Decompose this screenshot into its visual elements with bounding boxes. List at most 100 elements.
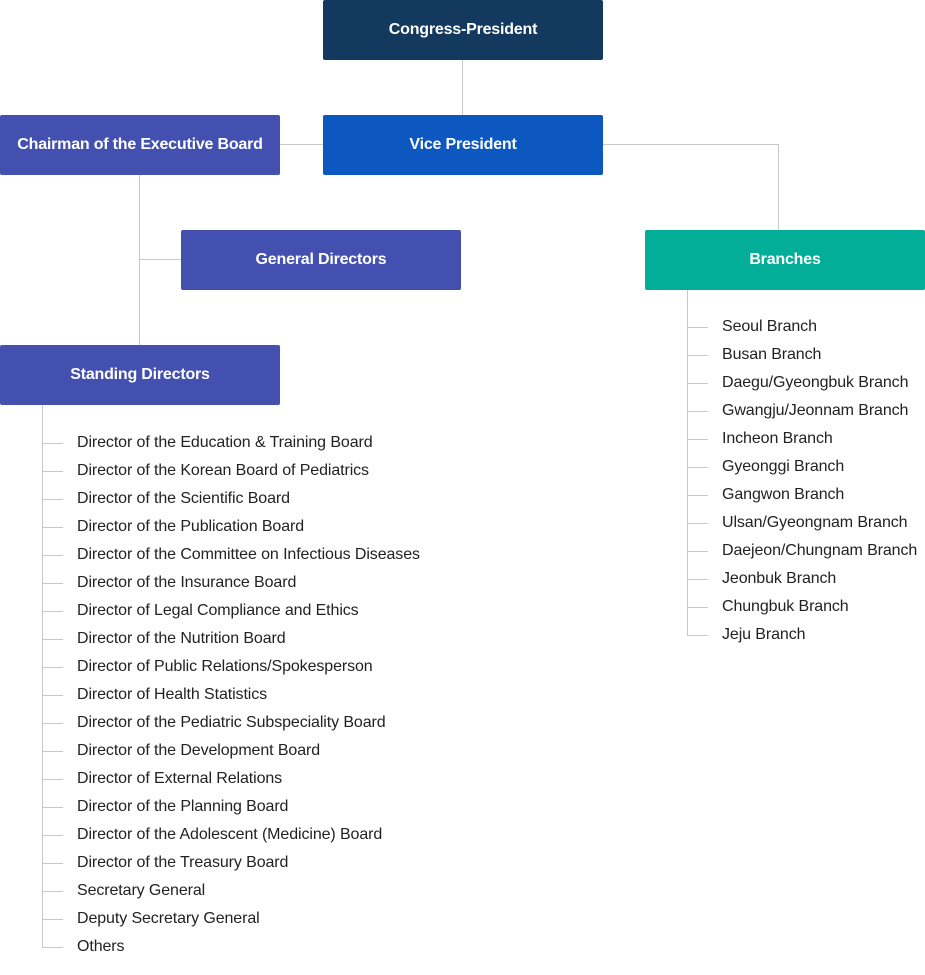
branch-item-label: Jeju Branch xyxy=(722,626,806,643)
congress-president-box: Congress-President xyxy=(323,0,603,60)
standing-director-item: Director of the Treasury Board xyxy=(42,849,420,877)
branches-box: Branches xyxy=(645,230,925,290)
list-connector-tick xyxy=(42,667,63,668)
branch-item-label: Daejeon/Chungnam Branch xyxy=(722,542,918,559)
list-connector-tick xyxy=(687,551,708,552)
standing-director-item-label: Deputy Secretary General xyxy=(77,910,260,927)
branch-item: Ulsan/Gyeongnam Branch xyxy=(687,509,917,537)
standing-directors-list: Director of the Education & Training Boa… xyxy=(42,429,420,961)
list-connector-tick xyxy=(42,807,63,808)
standing-director-item: Director of the Committee on Infectious … xyxy=(42,541,420,569)
list-connector-tick xyxy=(42,947,63,948)
standing-directors-label: Standing Directors xyxy=(70,366,210,383)
list-connector-tick xyxy=(687,495,708,496)
standing-director-item: Director of Legal Compliance and Ethics xyxy=(42,597,420,625)
connector-president-vice xyxy=(462,60,463,115)
standing-director-item: Director of External Relations xyxy=(42,765,420,793)
connector-vice-branches-h xyxy=(603,144,779,145)
standing-director-item-label: Director of the Committee on Infectious … xyxy=(77,546,420,563)
list-connector-tick xyxy=(42,863,63,864)
list-connector-tick xyxy=(687,635,708,636)
branch-item: Gyeonggi Branch xyxy=(687,453,917,481)
branch-item-label: Gangwon Branch xyxy=(722,486,845,503)
list-connector-tick xyxy=(687,607,708,608)
branch-item: Daegu/Gyeongbuk Branch xyxy=(687,369,917,397)
standing-director-item: Director of the Planning Board xyxy=(42,793,420,821)
standing-director-item-label: Director of Health Statistics xyxy=(77,686,268,703)
list-connector-tick xyxy=(42,471,63,472)
branch-item-label: Gyeonggi Branch xyxy=(722,458,845,475)
standing-director-item-label: Director of the Insurance Board xyxy=(77,574,297,591)
list-connector-tick xyxy=(687,383,708,384)
standing-director-item: Others xyxy=(42,933,420,961)
standing-director-item-label: Director of the Treasury Board xyxy=(77,854,289,871)
standing-director-item-label: Director of the Pediatric Subspeciality … xyxy=(77,714,386,731)
chairman-box: Chairman of the Executive Board xyxy=(0,115,280,175)
standing-director-item-label: Director of Legal Compliance and Ethics xyxy=(77,602,359,619)
branch-item-label: Daegu/Gyeongbuk Branch xyxy=(722,374,909,391)
list-connector-tick xyxy=(687,467,708,468)
connector-general-directors xyxy=(139,259,181,260)
standing-director-item: Director of the Insurance Board xyxy=(42,569,420,597)
standing-director-item-label: Director of the Publication Board xyxy=(77,518,305,535)
standing-director-item-label: Director of the Planning Board xyxy=(77,798,289,815)
standing-director-item-label: Director of the Korean Board of Pediatri… xyxy=(77,462,369,479)
list-connector-tick xyxy=(687,523,708,524)
branches-label: Branches xyxy=(749,251,821,268)
general-directors-box: General Directors xyxy=(181,230,461,290)
standing-director-item-label: Director of the Nutrition Board xyxy=(77,630,286,647)
standing-director-item-label: Director of the Development Board xyxy=(77,742,321,759)
standing-director-item-label: Others xyxy=(77,938,125,955)
branch-item-label: Busan Branch xyxy=(722,346,822,363)
standing-director-item: Director of the Nutrition Board xyxy=(42,625,420,653)
list-connector-tick xyxy=(42,527,63,528)
list-connector-tick xyxy=(687,439,708,440)
branch-item-label: Incheon Branch xyxy=(722,430,833,447)
standing-director-item: Director of the Education & Training Boa… xyxy=(42,429,420,457)
list-connector-tick xyxy=(42,891,63,892)
branch-item: Jeonbuk Branch xyxy=(687,565,917,593)
list-connector-tick xyxy=(42,919,63,920)
standing-director-item: Director of the Scientific Board xyxy=(42,485,420,513)
connector-chairman-standing xyxy=(139,175,140,345)
branch-item-label: Seoul Branch xyxy=(722,318,817,335)
list-connector-tick xyxy=(42,611,63,612)
vice-president-box: Vice President xyxy=(323,115,603,175)
connector-standing-list xyxy=(42,405,43,947)
branch-item-label: Gwangju/Jeonnam Branch xyxy=(722,402,909,419)
branch-item: Jeju Branch xyxy=(687,621,917,649)
list-connector-tick xyxy=(42,583,63,584)
standing-director-item: Deputy Secretary General xyxy=(42,905,420,933)
branch-item-label: Chungbuk Branch xyxy=(722,598,849,615)
branch-item: Daejeon/Chungnam Branch xyxy=(687,537,918,565)
list-connector-tick xyxy=(42,723,63,724)
branch-item: Incheon Branch xyxy=(687,425,917,453)
standing-director-item-label: Director of Public Relations/Spokesperso… xyxy=(77,658,373,675)
standing-director-item-label: Director of the Education & Training Boa… xyxy=(77,434,373,451)
list-connector-tick xyxy=(687,579,708,580)
list-connector-tick xyxy=(687,327,708,328)
standing-director-item: Director of Public Relations/Spokesperso… xyxy=(42,653,420,681)
list-connector-tick xyxy=(42,443,63,444)
standing-director-item: Director of the Development Board xyxy=(42,737,420,765)
standing-director-item: Secretary General xyxy=(42,877,420,905)
congress-president-label: Congress-President xyxy=(388,21,538,38)
list-connector-tick xyxy=(42,779,63,780)
connector-vice-branches-v xyxy=(778,144,779,230)
general-directors-label: General Directors xyxy=(255,251,387,268)
list-connector-tick xyxy=(42,695,63,696)
list-connector-tick xyxy=(42,555,63,556)
list-connector-tick xyxy=(42,751,63,752)
branch-item: Gangwon Branch xyxy=(687,481,917,509)
list-connector-tick xyxy=(687,355,708,356)
list-connector-tick xyxy=(42,639,63,640)
branch-item-label: Jeonbuk Branch xyxy=(722,570,837,587)
branch-item-label: Ulsan/Gyeongnam Branch xyxy=(722,514,908,531)
branch-item: Busan Branch xyxy=(687,341,917,369)
standing-director-item-label: Director of External Relations xyxy=(77,770,283,787)
connector-branches-list xyxy=(687,290,688,635)
standing-director-item: Director of the Adolescent (Medicine) Bo… xyxy=(42,821,420,849)
branch-item: Chungbuk Branch xyxy=(687,593,917,621)
branch-item: Seoul Branch xyxy=(687,313,917,341)
